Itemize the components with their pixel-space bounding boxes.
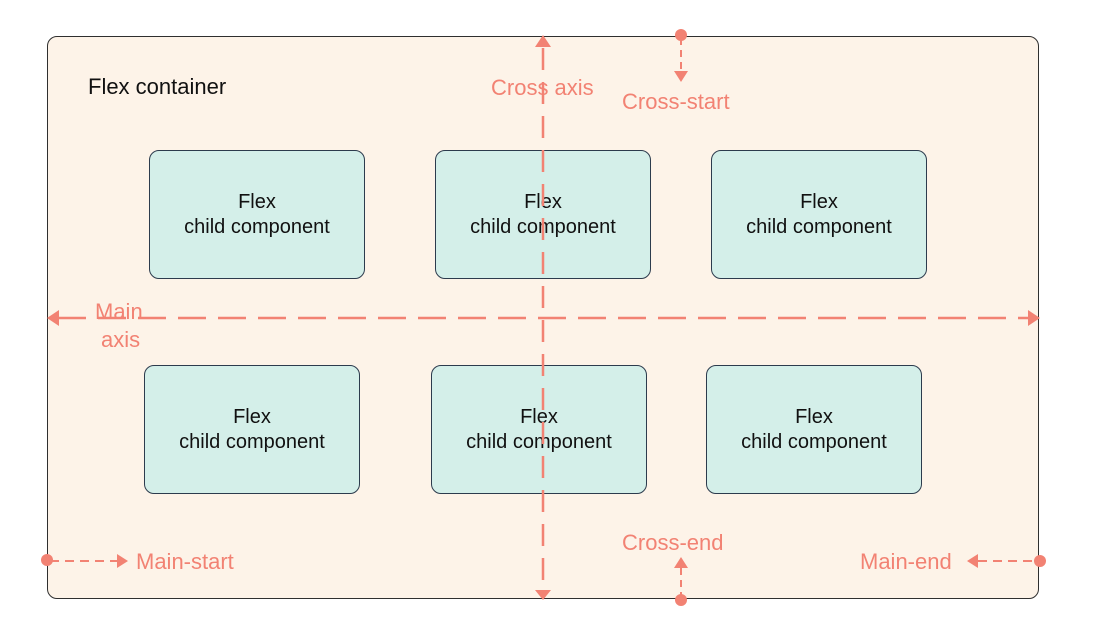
cross-axis-up-arrowhead xyxy=(535,35,551,47)
main-start-dot xyxy=(41,554,53,566)
main-axis-label-line1: Main xyxy=(95,299,143,324)
child-label-line2: child component xyxy=(466,430,612,453)
main-end-label: Main-end xyxy=(860,549,952,574)
child-label-line2: child component xyxy=(184,215,330,238)
main-axis-label-line2: axis xyxy=(101,327,141,352)
main-axis-left-arrowhead xyxy=(47,310,59,326)
flex-child-1: Flex child component xyxy=(149,150,365,279)
cross-start-label: Cross-start xyxy=(622,89,730,114)
flex-child-4: Flex child component xyxy=(144,365,360,494)
child-label-line2: child component xyxy=(741,430,887,453)
child-label-line2: child component xyxy=(746,215,892,238)
child-label-line2: child component xyxy=(179,430,325,453)
main-axis-right-arrowhead xyxy=(1028,310,1040,326)
flex-child-6: Flex child component xyxy=(706,365,922,494)
child-label-line1: Flex xyxy=(238,190,276,213)
cross-start-arrowhead xyxy=(674,71,688,82)
child-label-line1: Flex xyxy=(800,190,838,213)
main-end-dot xyxy=(1034,555,1046,567)
cross-start-dot xyxy=(675,29,687,41)
flex-child-5: Flex child component xyxy=(431,365,647,494)
main-start-arrowhead xyxy=(117,554,128,568)
main-start-label: Main-start xyxy=(136,549,234,574)
main-end-arrowhead xyxy=(967,554,978,568)
container-title: Flex container xyxy=(88,74,227,99)
flex-child-3: Flex child component xyxy=(711,150,927,279)
child-label-line1: Flex xyxy=(795,405,833,428)
cross-end-label: Cross-end xyxy=(622,530,724,555)
cross-end-arrowhead xyxy=(674,557,688,568)
cross-axis-down-arrowhead xyxy=(535,590,551,600)
child-label-line1: Flex xyxy=(233,405,271,428)
cross-end-dot xyxy=(675,594,687,606)
child-label-line1: Flex xyxy=(520,405,558,428)
cross-axis-label: Cross axis xyxy=(491,75,594,100)
